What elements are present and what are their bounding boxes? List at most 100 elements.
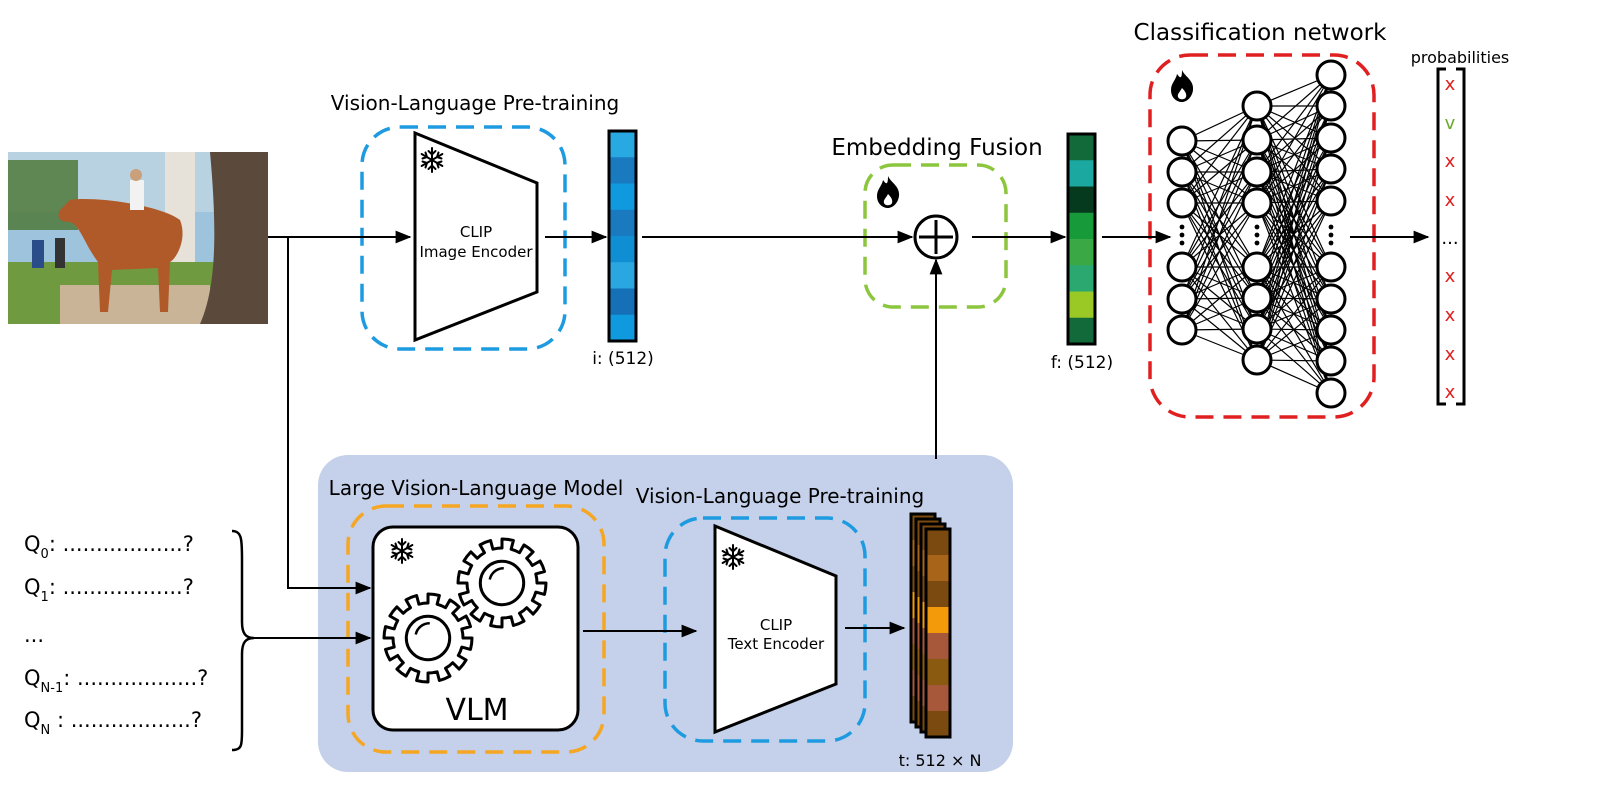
nn-node xyxy=(1241,313,1273,345)
image-embedding-cell xyxy=(609,262,636,289)
arrows xyxy=(254,230,1430,645)
image-embedding-cell xyxy=(609,314,636,342)
clip-text-encoder xyxy=(713,523,838,735)
flame-icon xyxy=(877,176,900,208)
nn-node xyxy=(1315,345,1347,377)
image-embedding-cell xyxy=(609,157,636,184)
text-embedding-cell xyxy=(926,711,950,738)
text-embeddings-stack xyxy=(909,512,952,739)
input-photo xyxy=(8,152,268,324)
classification-network-title: Classification network xyxy=(1134,20,1388,46)
image-embedding-cell xyxy=(609,288,636,316)
clip-image-label-1: CLIP xyxy=(460,223,492,241)
lvlm-box xyxy=(346,504,606,754)
nn-node xyxy=(1315,251,1347,283)
embedding-fusion-title: Embedding Fusion xyxy=(831,135,1042,161)
fused-embedding-cell xyxy=(1068,134,1095,161)
questions-brace xyxy=(231,529,255,752)
nn-node xyxy=(1241,344,1273,376)
text-embedding-cell xyxy=(926,607,950,634)
probabilities-title: probabilities xyxy=(1411,48,1510,67)
nn-node xyxy=(1166,283,1198,315)
probability-mark: x xyxy=(1445,344,1456,365)
vlp-bottom-title: Vision-Language Pre-training xyxy=(636,484,924,508)
probability-mark: x xyxy=(1445,74,1456,95)
nn-node xyxy=(1166,251,1198,283)
nn-node xyxy=(1315,153,1347,185)
nn-node xyxy=(1241,251,1273,283)
nn-node xyxy=(1315,90,1347,122)
nn-ellipsis-dot xyxy=(1328,240,1334,246)
image-embedding-cell xyxy=(609,236,636,263)
probability-mark: x xyxy=(1445,305,1456,326)
nn-ellipsis-dot xyxy=(1254,240,1260,246)
text-embedding-cell xyxy=(926,529,950,556)
probability-mark: x xyxy=(1445,382,1456,403)
clip-image-label-2: Image Encoder xyxy=(419,243,533,261)
vlm-label: VLM xyxy=(445,693,508,728)
question-item: Q1: ..................? xyxy=(24,575,194,605)
text-embedding-cell xyxy=(926,555,950,582)
nn-node xyxy=(1241,156,1273,188)
fused-embedding-label: f: (512) xyxy=(1051,353,1113,373)
nn-node xyxy=(1315,283,1347,315)
lvlm-title: Large Vision-Language Model xyxy=(329,476,624,500)
fused-embedding-cell xyxy=(1068,317,1095,345)
fused-embedding-cell xyxy=(1068,265,1095,292)
gear-icon xyxy=(456,537,548,629)
text-embedding-cell xyxy=(926,581,950,608)
question-item: Q0: ..................? xyxy=(24,532,194,562)
text-embeddings-label: t: 512 × N xyxy=(899,751,982,770)
nn-ellipsis-dot xyxy=(1254,232,1260,238)
vlp-top-title: Vision-Language Pre-training xyxy=(331,91,619,115)
text-embedding-cell xyxy=(926,685,950,712)
image-embedding-cell xyxy=(609,183,636,211)
clip-text-label-2: Text Encoder xyxy=(727,635,825,653)
nn-node xyxy=(1315,314,1347,346)
questions-list: Q0: ..................? Q1: .............… xyxy=(24,532,208,738)
nn-node xyxy=(1315,122,1347,154)
nn-node xyxy=(1241,90,1273,122)
probability-mark: x xyxy=(1445,190,1456,211)
nn-node xyxy=(1166,187,1198,219)
nn-node xyxy=(1241,187,1273,219)
nn-node xyxy=(1166,125,1198,157)
nn-ellipsis-dot xyxy=(1179,224,1185,230)
question-item: QN-1: ..................? xyxy=(24,666,208,696)
text-embedding-cell xyxy=(926,659,950,686)
image-embedding-vector xyxy=(607,129,638,343)
nn-ellipsis-dot xyxy=(1328,224,1334,230)
nn-node xyxy=(1241,282,1273,314)
image-embedding-cell xyxy=(609,131,636,158)
nn-ellipsis-dot xyxy=(1179,232,1185,238)
plus-circle-icon xyxy=(913,214,959,260)
text-embedding-vector xyxy=(924,527,952,739)
nn-ellipsis-dot xyxy=(1254,224,1260,230)
nn-node xyxy=(1315,59,1347,91)
clip-image-encoder xyxy=(413,130,539,343)
flame-icon xyxy=(1171,70,1194,102)
fused-embedding-cell xyxy=(1068,186,1095,214)
probability-mark: v xyxy=(1445,113,1456,134)
fused-embedding-cell xyxy=(1068,291,1095,319)
probability-mark: x xyxy=(1445,151,1456,172)
nn-node xyxy=(1166,156,1198,188)
image-embedding-label: i: (512) xyxy=(592,349,654,369)
nn-node xyxy=(1241,124,1273,156)
fused-embedding-cell xyxy=(1068,212,1095,240)
gear-icon xyxy=(382,592,474,684)
nn-node xyxy=(1166,314,1198,346)
nn-ellipsis-dot xyxy=(1179,240,1185,246)
nn-node xyxy=(1315,377,1347,409)
nn-nodes xyxy=(1166,59,1347,409)
probabilities-bracket xyxy=(1436,67,1466,406)
nn-node xyxy=(1315,185,1347,217)
image-embedding-cell xyxy=(609,209,636,237)
probability-mark: ... xyxy=(1441,228,1458,249)
fused-embedding-vector xyxy=(1066,132,1097,346)
vlp-bottom-box xyxy=(663,516,867,743)
nn-ellipsis-dot xyxy=(1328,232,1334,238)
